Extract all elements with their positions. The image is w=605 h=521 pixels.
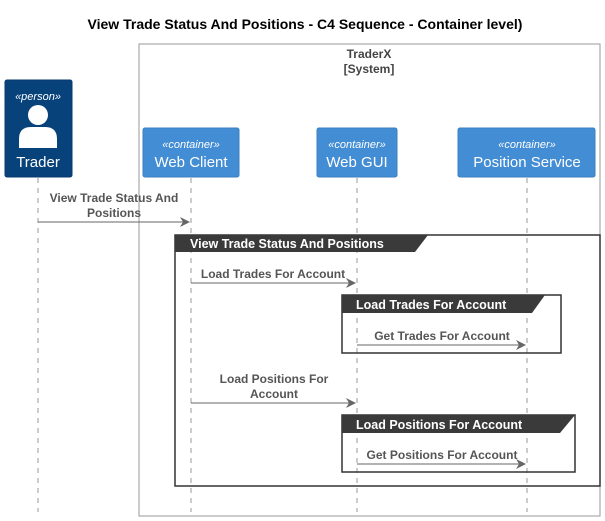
container-name: Web GUI: [326, 154, 387, 171]
message-get-positions: Get Positions For Account: [357, 448, 526, 469]
person-icon: [19, 105, 57, 148]
message-view-trade-status: View Trade Status And Positions: [38, 191, 190, 227]
group-label: Load Trades For Account: [356, 298, 507, 312]
group-label: Load Positions For Account: [356, 418, 523, 432]
person-stereotype: «person»: [15, 91, 61, 103]
participant-position-service: «container» Position Service: [457, 127, 596, 178]
group-load-positions: Load Positions For Account: [341, 414, 576, 473]
container-stereotype: «container»: [328, 139, 386, 151]
message-load-trades: Load Trades For Account: [191, 267, 356, 288]
participant-trader: «person» Trader: [4, 79, 73, 178]
group-view-trade-status: View Trade Status And Positions: [174, 234, 601, 487]
container-stereotype: «container»: [162, 139, 220, 151]
group-header: [175, 235, 428, 252]
person-name: Trader: [16, 154, 60, 171]
message-label-line: Positions: [87, 206, 141, 220]
boundary-name: TraderX: [347, 47, 392, 61]
message-label-line: Load Positions For: [220, 372, 329, 386]
group-header: [342, 295, 545, 313]
container-name: Position Service: [473, 154, 581, 171]
container-name: Web Client: [154, 154, 228, 171]
group-load-trades: Load Trades For Account: [341, 294, 562, 354]
group-header: [342, 415, 575, 433]
message-label-line: Load Trades For Account: [201, 267, 345, 281]
message-label-line: Get Trades For Account: [374, 329, 510, 343]
group-label: View Trade Status And Positions: [190, 237, 384, 251]
container-stereotype: «container»: [498, 139, 556, 151]
participant-web-client: «container» Web Client: [142, 127, 240, 178]
message-label-line: Account: [250, 387, 298, 401]
message-label-line: View Trade Status And: [50, 191, 179, 205]
container-box: [457, 127, 596, 178]
container-box: [316, 127, 398, 178]
boundary-type: [System]: [344, 62, 395, 76]
message-get-trades: Get Trades For Account: [357, 329, 526, 350]
diagram-title: View Trade Status And Positions - C4 Seq…: [88, 16, 523, 32]
participant-web-gui: «container» Web GUI: [316, 127, 398, 178]
message-load-positions: Load Positions For Account: [191, 372, 356, 408]
message-label-line: Get Positions For Account: [367, 448, 518, 462]
container-box: [142, 127, 240, 178]
